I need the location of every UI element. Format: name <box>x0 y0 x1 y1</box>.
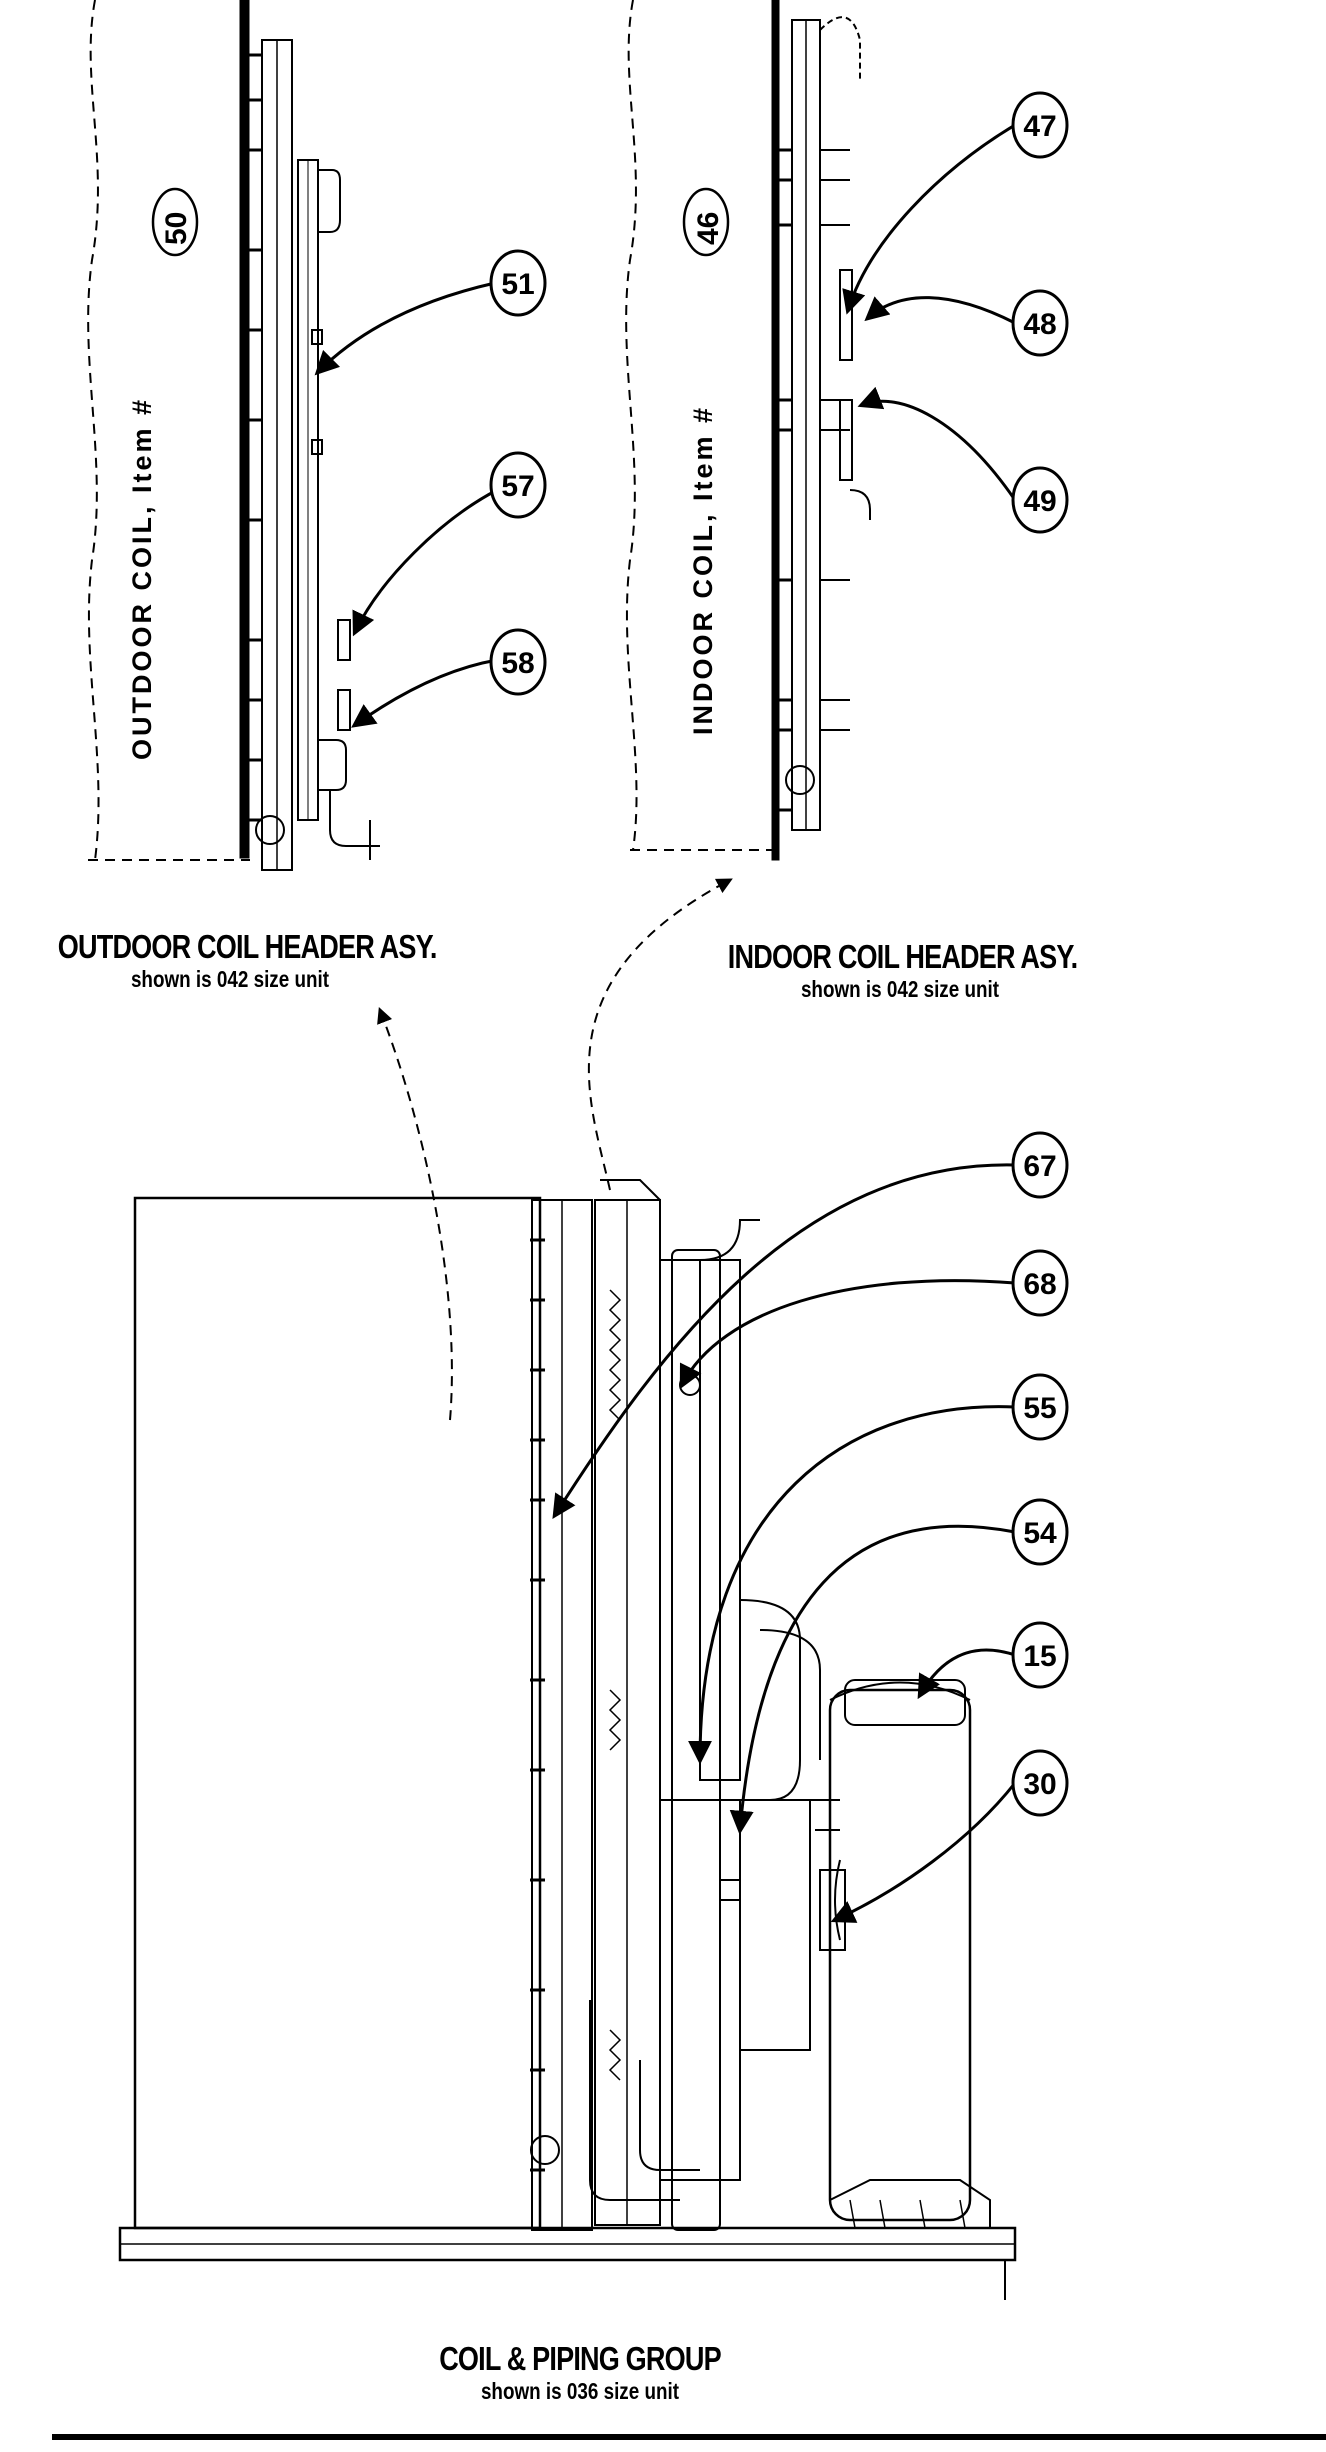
callout-number-30: 30 <box>1023 1768 1056 1801</box>
indoor-pointer-arrow <box>588 878 733 1191</box>
outdoor-pointer-arrow <box>377 1007 453 1421</box>
outdoor-coil-item-marker <box>151 187 199 257</box>
callout-circle-48 <box>1011 289 1069 357</box>
main-title: COIL & PIPING GROUP <box>439 2340 721 2377</box>
callout-number-57: 57 <box>501 470 534 503</box>
outdoor-coil-header-drawing <box>87 0 380 871</box>
callout-circle-54 <box>1011 1498 1069 1566</box>
callout-circle-51 <box>489 249 547 317</box>
indoor-coil-item-number: 46 <box>692 212 726 245</box>
indoor-header-subtitle: shown is 042 size unit <box>800 976 1000 1002</box>
callout-circle-30 <box>1011 1749 1069 1817</box>
callout-number-55: 55 <box>1023 1392 1056 1425</box>
callout-circle-15 <box>1011 1621 1069 1689</box>
callout-number-47: 47 <box>1023 110 1056 143</box>
callout-circle-47 <box>1011 91 1069 159</box>
callout-number-67: 67 <box>1023 1150 1056 1183</box>
callout-number-51: 51 <box>501 268 534 301</box>
callout-number-48: 48 <box>1023 308 1056 341</box>
indoor-coil-label: INDOOR COIL, Item # <box>688 405 719 735</box>
callout-leaders <box>314 123 1017 1923</box>
outdoor-coil-label: OUTDOOR COIL, Item # <box>127 397 158 760</box>
indoor-coil-header-drawing <box>625 0 871 861</box>
callout-circles: 51 57 58 47 48 49 67 68 55 54 15 30 <box>489 91 1069 1817</box>
indoor-coil-label-text: INDOOR COIL, Item # <box>688 404 718 735</box>
main-caption: COIL & PIPING GROUP shown is 036 size un… <box>340 2340 820 2405</box>
callout-number-49: 49 <box>1023 485 1056 518</box>
callout-circle-67 <box>1011 1131 1069 1199</box>
callout-circle-49 <box>1011 466 1069 534</box>
callout-number-58: 58 <box>501 647 534 680</box>
indoor-coil-item-text: 46 <box>692 211 725 245</box>
callout-circle-68 <box>1011 1249 1069 1317</box>
callout-number-68: 68 <box>1023 1268 1056 1301</box>
callout-number-15: 15 <box>1023 1640 1056 1673</box>
callout-circle-57 <box>489 451 547 519</box>
outdoor-header-subtitle: shown is 042 size unit <box>130 966 330 992</box>
bottom-rule <box>52 2434 1326 2440</box>
main-unit-drawing <box>118 1179 1017 2300</box>
outdoor-header-caption: OUTDOOR COIL HEADER ASY. shown is 042 si… <box>20 928 440 993</box>
indoor-coil-item-marker <box>682 187 730 257</box>
callout-number-54: 54 <box>1023 1517 1057 1550</box>
outdoor-coil-item-text: 50 <box>160 211 193 245</box>
callout-circle-55 <box>1011 1373 1069 1441</box>
outdoor-header-title: OUTDOOR COIL HEADER ASY. <box>57 928 438 965</box>
callout-circle-58 <box>489 628 547 696</box>
indoor-header-caption: INDOOR COIL HEADER ASY. shown is 042 siz… <box>690 938 1110 1003</box>
indoor-header-title: INDOOR COIL HEADER ASY. <box>727 938 1078 975</box>
main-subtitle: shown is 036 size unit <box>480 2378 680 2404</box>
outdoor-coil-label-text: OUTDOOR COIL, Item # <box>127 396 157 760</box>
outdoor-coil-item-number: 50 <box>160 212 194 245</box>
